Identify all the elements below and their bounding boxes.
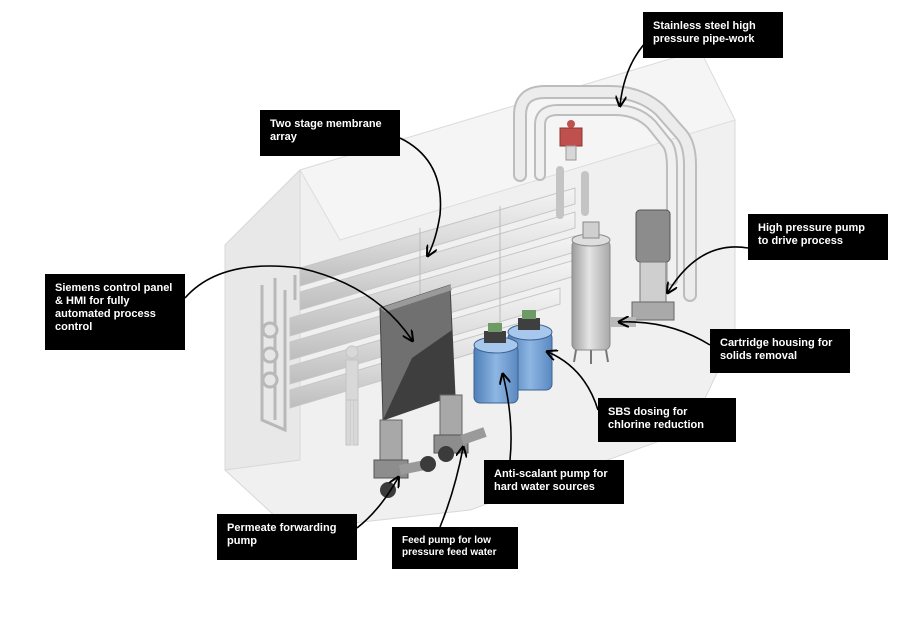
control-panel [379,284,456,421]
hp-pipework [513,85,697,302]
label-cartridge: Cartridge housing for solids removal [710,329,850,373]
leader-sbs [548,352,599,411]
feed-pump [433,394,487,462]
cartridge-housing [571,221,611,364]
antiscalant-tank [473,323,519,404]
leader-antiscalant [503,375,512,461]
leader-hp-pump [668,246,749,292]
operator-figure [345,345,359,446]
leader-membrane [399,137,442,255]
membrane-end-frame [260,275,297,433]
leader-permeate [356,478,398,529]
label-feed-pump: Feed pump for low pressure feed water [392,527,518,569]
label-permeate: Permeate forwarding pump [217,514,357,560]
label-hp-pump: High pressure pump to drive process [748,214,888,260]
leader-control-panel [184,265,412,340]
leader-feed [439,448,463,528]
label-antiscalant: Anti-scalant pump for hard water sources [484,460,624,504]
label-control-panel: Siemens control panel & HMI for fully au… [45,274,185,350]
permeate-pump [373,419,436,498]
label-pipework: Stainless steel high pressure pipe-work [643,12,783,58]
label-sbs: SBS dosing for chlorine reduction [598,398,736,442]
label-membrane: Two stage membrane array [260,110,400,156]
sbs-dosing-tank [507,310,553,391]
leader-cartridge [620,322,711,346]
hp-pump [610,209,675,327]
pressure-valve [559,120,583,161]
